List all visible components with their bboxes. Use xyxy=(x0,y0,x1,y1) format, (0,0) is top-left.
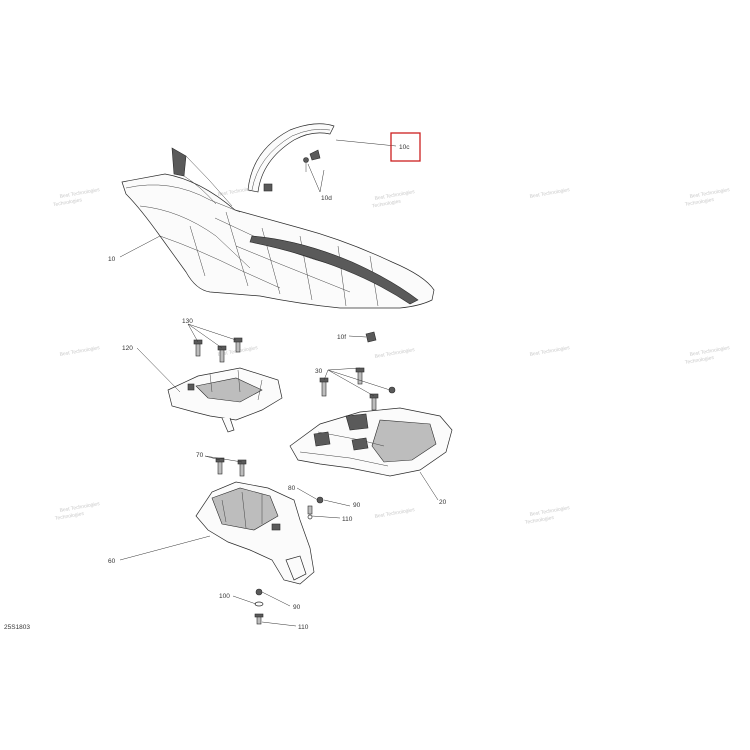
watermark: Best Technologies xyxy=(529,345,570,358)
watermark: Best Technologies xyxy=(529,187,570,200)
bolt-part xyxy=(319,367,396,411)
rack-part xyxy=(289,407,453,477)
callout-10c: 10c xyxy=(399,144,410,151)
watermark: Technologies xyxy=(55,511,85,522)
bolt-part xyxy=(215,457,247,477)
callout-120: 120 xyxy=(122,345,133,352)
callout-130: 130 xyxy=(182,318,193,325)
watermark: Best Technologies xyxy=(59,345,100,358)
watermark: Best Technologies xyxy=(374,347,415,360)
callout-60: 60 xyxy=(108,558,116,565)
callout-20: 20 xyxy=(439,499,447,506)
callout-10d: 10d xyxy=(321,195,332,202)
callout-labels: 10c 10d 10 10f 130 120 30 20 70 80 90 11… xyxy=(108,144,447,631)
watermark: Technologies xyxy=(685,355,715,366)
screw-part xyxy=(303,157,309,172)
hardware-part xyxy=(254,496,324,625)
watermark: Technologies xyxy=(372,198,402,209)
watermark: Technologies xyxy=(685,197,715,208)
callout-30: 30 xyxy=(315,368,323,375)
callout-10: 10 xyxy=(108,256,116,263)
seat-part xyxy=(121,147,435,309)
callout-80: 80 xyxy=(288,485,296,492)
highlight-box[interactable] xyxy=(390,132,421,162)
watermark: Technologies xyxy=(53,197,83,208)
callout-70: 70 xyxy=(196,452,204,459)
watermark: Technologies xyxy=(525,515,555,526)
strap-part xyxy=(247,123,335,193)
watermark: Best Technologies xyxy=(374,507,415,520)
callout-110: 110 xyxy=(342,516,353,523)
callout-90: 90 xyxy=(353,502,361,509)
callout-90: 90 xyxy=(293,604,301,611)
callout-100: 100 xyxy=(219,593,230,600)
callout-110: 110 xyxy=(298,624,309,631)
clip-part xyxy=(365,331,377,343)
support-part xyxy=(195,481,315,585)
bracket-part xyxy=(167,367,283,433)
callout-10f: 10f xyxy=(337,334,346,341)
leader-lines xyxy=(119,139,439,627)
diagram-id: 25S1803 xyxy=(4,624,30,631)
